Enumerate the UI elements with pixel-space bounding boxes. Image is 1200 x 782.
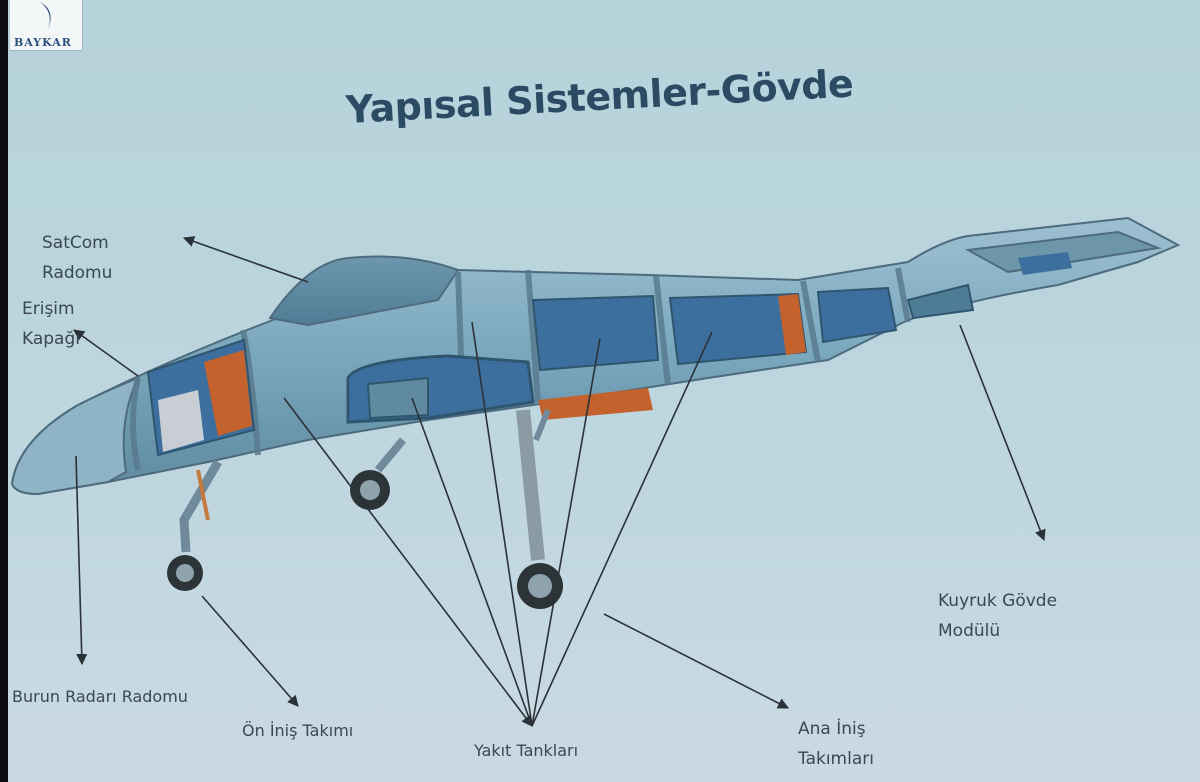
label-kuyruk-line2: Modülü: [938, 621, 1001, 641]
label-satcom: SatCom Radomu: [42, 228, 112, 288]
aircraft-fuselage-cutaway-icon: [10, 216, 1181, 609]
arrow-erisim: [73, 329, 139, 377]
mid-landing-gear: [350, 437, 407, 510]
fuselage-diagram: [10, 216, 1181, 727]
arrow-satcom: [182, 236, 309, 283]
label-satcom-line1: SatCom: [42, 233, 109, 253]
label-erisim-line1: Erişim: [22, 299, 75, 319]
arrow-on-inis: [201, 595, 299, 707]
crescent-logo-icon: [40, 2, 51, 30]
label-yakit: Yakıt Tankları: [474, 741, 579, 760]
arrow-burun: [75, 455, 88, 666]
label-on-inis: Ön İniş Takımı: [242, 721, 354, 740]
main-landing-gear: [516, 408, 563, 609]
baykar-logo: BAYKAR: [10, 0, 83, 51]
arrow-ana-inis: [603, 613, 789, 709]
label-erisim: Erişim Kapağı: [22, 294, 80, 354]
arrow-kuyruk: [959, 324, 1046, 542]
label-burun: Burun Radarı Radomu: [12, 687, 188, 706]
nose-landing-gear: [167, 459, 222, 591]
label-kuyruk: Kuyruk Gövde Modülü: [938, 586, 1057, 646]
satcom-radome: [268, 255, 460, 327]
label-erisim-line2: Kapağı: [22, 329, 80, 349]
label-ana-inis-line2: Takımları: [798, 749, 874, 769]
label-satcom-line2: Radomu: [42, 263, 113, 283]
label-kuyruk-line1: Kuyruk Gövde: [938, 591, 1058, 611]
label-ana-inis: Ana İniş Takımları: [798, 714, 874, 774]
nose-radome: [10, 376, 141, 496]
label-ana-inis-line1: Ana İniş: [798, 719, 866, 739]
slide: BAYKAR Yapısal Sistemler-Gövde: [8, 0, 1200, 782]
leader-arrows: [73, 236, 1046, 727]
arrow-yakit-1: [283, 397, 533, 727]
logo-text: BAYKAR: [14, 36, 72, 49]
